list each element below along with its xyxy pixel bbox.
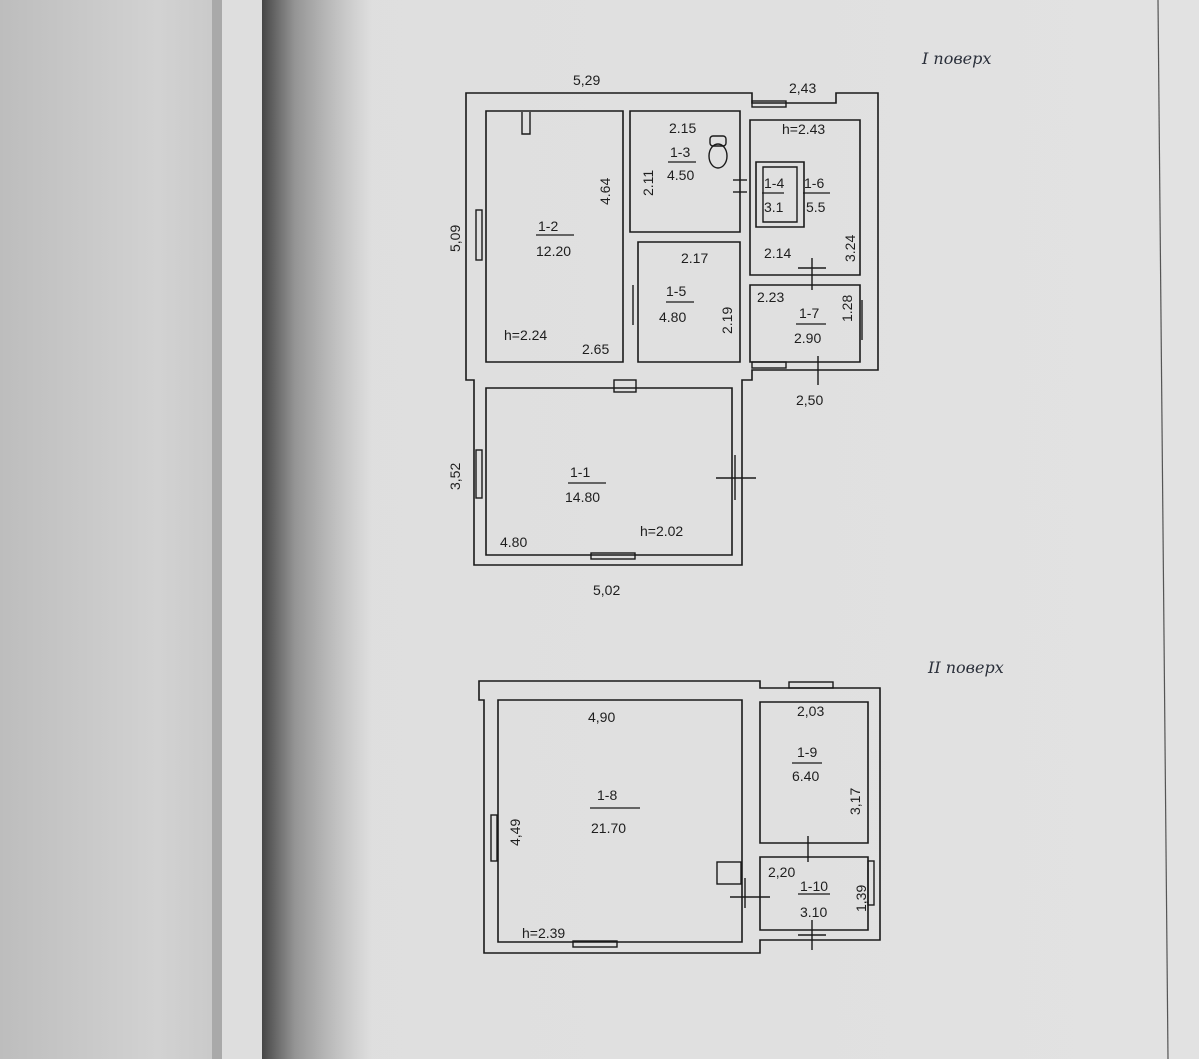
floor2-details <box>490 681 875 950</box>
room-1-7-id: 1-7 <box>799 305 819 321</box>
floor1-details <box>475 100 863 560</box>
page-fold-shadow <box>212 0 222 1059</box>
room-1-8-height: h=2.39 <box>522 925 565 941</box>
dim-right-top: 2,43 <box>789 80 816 96</box>
room-1-1-dim-bottom: 5,02 <box>593 582 620 598</box>
toner-smudge <box>262 0 372 1059</box>
room-1-5-dim-v: 2.19 <box>719 307 735 334</box>
room-1-6-id: 1-6 <box>804 175 824 191</box>
room-1-10-dim-v: 1,39 <box>853 885 869 912</box>
room-1-2-id: 1-2 <box>538 218 558 234</box>
room-1-1-area: 14.80 <box>565 489 600 505</box>
room-1-4-id: 1-4 <box>764 175 784 191</box>
room-1-2-dim-v: 4.64 <box>597 178 613 205</box>
room-1-3-dim-h: 2.15 <box>669 120 696 136</box>
room-1-1-height: h=2.02 <box>640 523 683 539</box>
floor2-area-dividers <box>590 762 830 895</box>
floor2-labels: 4,90 1-8 21.70 4,49 h=2.39 2,03 1-9 6.40… <box>507 703 869 941</box>
room-1-8-dim-h: 4,90 <box>588 709 615 725</box>
room-1-9-id: 1-9 <box>797 744 817 760</box>
room-1-8-area: 21.70 <box>591 820 626 836</box>
room-1-9-dim-v: 3,17 <box>847 788 863 815</box>
room-1-2-area: 12.20 <box>536 243 571 259</box>
floor1-area-dividers <box>536 161 830 484</box>
dim-overall-left: 5,09 <box>447 225 463 252</box>
floor1-walls <box>465 92 879 566</box>
right-page <box>222 0 1199 1059</box>
room-1-3-area: 4.50 <box>667 167 694 183</box>
room-1-2-dim-h: 2.65 <box>582 341 609 357</box>
room-1-10-area: 3.10 <box>800 904 827 920</box>
room-1-10-id: 1-10 <box>800 878 828 894</box>
room-1-7-dim-v: 1.28 <box>839 295 855 322</box>
room-1-5-area: 4.80 <box>659 309 686 325</box>
left-page <box>0 0 225 1059</box>
room-1-9-dim-h: 2,03 <box>797 703 824 719</box>
room-1-6-dim-h: 2.14 <box>764 245 791 261</box>
room-1-1-dim-h: 4.80 <box>500 534 527 550</box>
room-1-8-id: 1-8 <box>597 787 617 803</box>
room-1-9-area: 6.40 <box>792 768 819 784</box>
room-1-8-dim-v: 4,49 <box>507 819 523 846</box>
floor1-labels: 5,29 2,43 5,09 1-2 12.20 4.64 2.65 h=2.2… <box>447 72 858 598</box>
room-1-1-id: 1-1 <box>570 464 590 480</box>
floor2-walls <box>478 680 881 954</box>
room-1-6-height: h=2.43 <box>782 121 825 137</box>
room-1-6-area: 5.5 <box>806 199 826 215</box>
room-1-2-height: h=2.24 <box>504 327 547 343</box>
room-1-10-dim-h: 2,20 <box>768 864 795 880</box>
page-frame-line <box>1157 0 1169 1059</box>
floor1-title: I поверх <box>921 49 991 68</box>
room-1-6-dim-v: 3.24 <box>842 235 858 262</box>
room-1-3-id: 1-3 <box>670 144 690 160</box>
room-1-7-dim-below: 2,50 <box>796 392 823 408</box>
room-1-3-dim-v: 2.11 <box>640 170 656 196</box>
room-1-1-dim-left: 3,52 <box>447 463 463 490</box>
room-1-7-area: 2.90 <box>794 330 821 346</box>
floor2-title: ІІ поверх <box>927 658 1004 677</box>
room-1-5-dim-h: 2.17 <box>681 250 708 266</box>
room-1-7-dim-h: 2.23 <box>757 289 784 305</box>
room-1-4-area: 3.1 <box>764 199 784 215</box>
room-1-5-id: 1-5 <box>666 283 686 299</box>
dim-overall-top: 5,29 <box>573 72 600 88</box>
